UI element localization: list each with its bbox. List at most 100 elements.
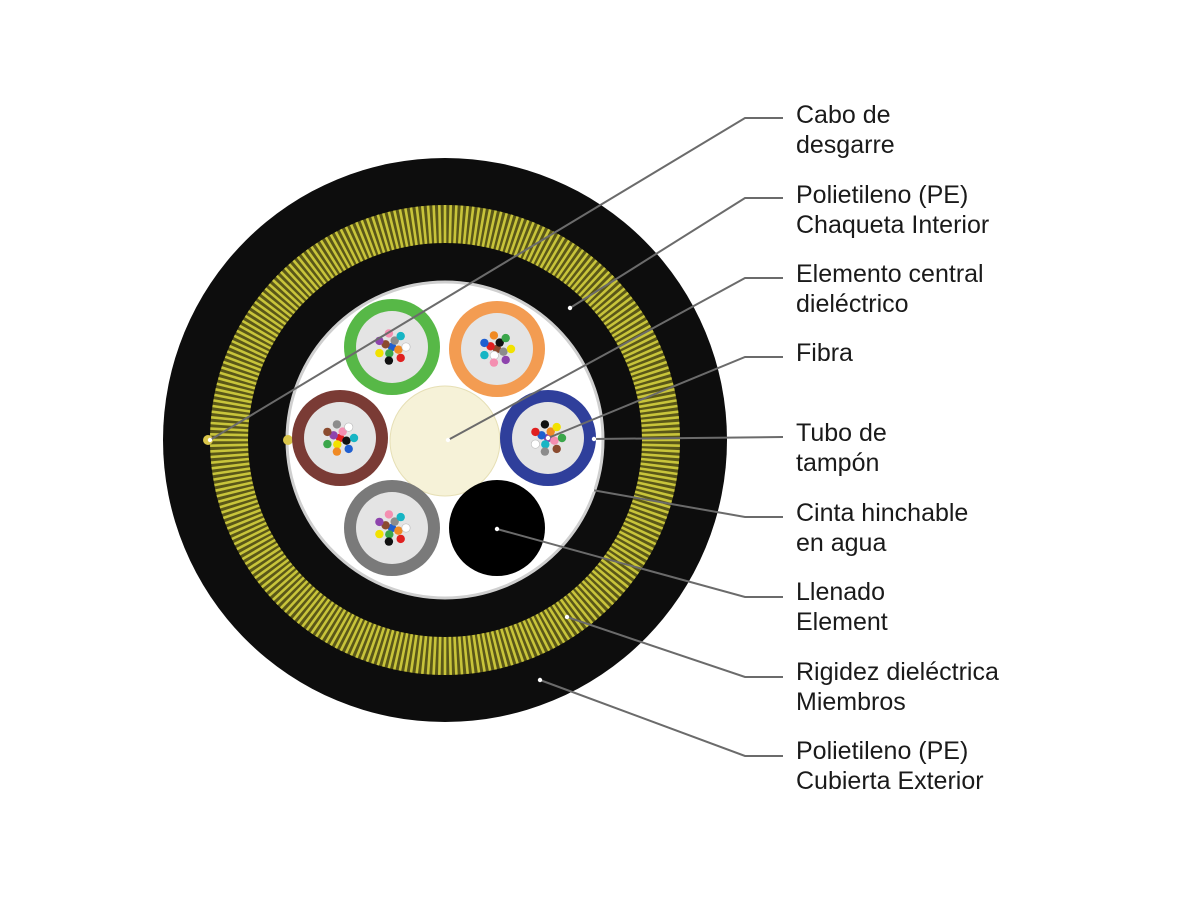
strength-yarn-strand [292, 259, 319, 291]
strength-yarn-strand [224, 355, 262, 372]
strength-yarn-strand [279, 270, 309, 300]
strength-yarn-strand [588, 279, 618, 307]
strength-yarn-strand [231, 521, 267, 541]
strength-yarn-strand [250, 305, 284, 330]
optical-fiber [557, 433, 567, 443]
strength-yarn-strand [210, 433, 249, 437]
strength-yarn-strand [315, 242, 339, 276]
strength-member-yarns [210, 205, 680, 675]
strength-yarn-strand [217, 490, 256, 503]
strength-yarn-strand [247, 310, 281, 334]
strength-yarn-strand [486, 632, 497, 670]
optical-fiber [384, 356, 394, 365]
strength-yarn-strand [233, 526, 269, 546]
strength-yarn-strand [631, 499, 669, 514]
strength-yarn-strand [421, 635, 428, 675]
strength-yarn-strand [535, 231, 556, 267]
optical-fiber [390, 336, 399, 345]
optical-fiber [489, 358, 499, 367]
label-central-member-line2: dieléctrico [796, 290, 909, 318]
strength-yarn-strand [472, 634, 481, 673]
optical-fiber [387, 523, 397, 533]
strength-yarn-strand [264, 287, 296, 314]
strength-yarn-strand [409, 207, 418, 246]
label-inner-jacket-line1: Polietileno (PE) [796, 181, 969, 209]
optical-fiber [537, 431, 546, 440]
strength-yarn-strand [594, 287, 626, 314]
optical-fiber [385, 349, 394, 358]
strength-yarn-strand [509, 625, 525, 663]
optical-fiber [332, 447, 342, 456]
strength-yarn-strand [213, 399, 252, 409]
strength-yarn-strand [219, 371, 257, 385]
strength-yarn-strand [260, 562, 293, 589]
strength-yarn-strand [539, 611, 561, 647]
optical-fiber [540, 420, 550, 429]
optical-fiber [396, 534, 405, 544]
strength-yarn-strand [404, 633, 414, 672]
optical-fiber [489, 331, 499, 340]
strength-yarn-strand [641, 427, 680, 432]
strength-yarn-strand [210, 443, 249, 447]
strength-yarn-strand [275, 274, 305, 304]
strength-yarn-strand [571, 259, 598, 291]
label-central-member-line1: Elemento central [796, 260, 984, 288]
strength-yarn-strand [365, 217, 381, 255]
label-water-swellable-tape-line2: en agua [796, 529, 887, 557]
strength-yarn-strand [581, 270, 611, 300]
strength-yarn-strand [319, 606, 343, 641]
strength-yarn-strand [355, 622, 372, 659]
strength-yarn-strand [467, 206, 475, 245]
strength-yarn-strand [421, 205, 428, 245]
strength-yarn-strand [210, 421, 249, 427]
strength-yarn-strand [574, 586, 602, 617]
cable-cross-section [163, 158, 727, 722]
strength-yarn-strand [633, 371, 671, 385]
strength-yarn-strand [215, 481, 253, 492]
optical-fiber [480, 338, 489, 348]
strength-yarn-strand [513, 623, 530, 661]
strength-yarn-strand [448, 636, 452, 675]
label-buffer-tube: Tubo de tampón [796, 418, 887, 478]
strength-yarn-strand [260, 291, 293, 318]
strength-yarn-strand [551, 604, 575, 638]
optical-fiber [489, 350, 499, 360]
strength-yarn-strand [539, 233, 561, 269]
strength-yarn-strand [329, 233, 351, 269]
strength-yarn-strand [214, 393, 252, 404]
strength-yarn-strand [543, 609, 566, 644]
strength-yarn-strand [458, 636, 464, 675]
optical-fiber [342, 436, 351, 445]
optical-fiber [332, 420, 342, 429]
strength-yarn-strand [264, 566, 296, 593]
strength-yarn-strand [578, 267, 606, 297]
strength-yarn-strand [614, 319, 649, 342]
strength-yarn-strand [472, 207, 481, 246]
strength-yarn-strand [222, 504, 260, 520]
strength-yarn-strand [518, 622, 535, 659]
strength-yarn-strand [272, 573, 302, 601]
strength-yarn-strand [301, 595, 327, 628]
strength-yarn-strand [618, 530, 654, 551]
strength-yarn-strand [504, 626, 519, 664]
strength-yarn-strand [241, 538, 276, 561]
strength-yarn-strand [409, 634, 418, 673]
strength-yarn-strand [250, 550, 284, 575]
strength-yarn-strand [296, 255, 323, 288]
strength-yarn-strand [315, 604, 339, 638]
strength-yarn-strand [462, 205, 469, 245]
optical-fiber [499, 347, 508, 356]
strength-yarn-strand [640, 416, 680, 423]
optical-fiber [541, 440, 550, 449]
label-outer-jacket: Polietileno (PE) Cubierta Exterior [796, 736, 984, 796]
strength-yarn-strand [257, 296, 290, 322]
strength-yarn-strand [387, 630, 400, 669]
optical-fiber [396, 331, 405, 341]
label-strength-members-line2: Miembros [796, 688, 906, 716]
strength-yarn-strand [339, 228, 359, 264]
buffer-tube [344, 480, 440, 576]
strength-yarn-strand [344, 618, 364, 654]
strength-yarn-strand [543, 236, 566, 271]
leader-anchor-dot [445, 437, 451, 443]
